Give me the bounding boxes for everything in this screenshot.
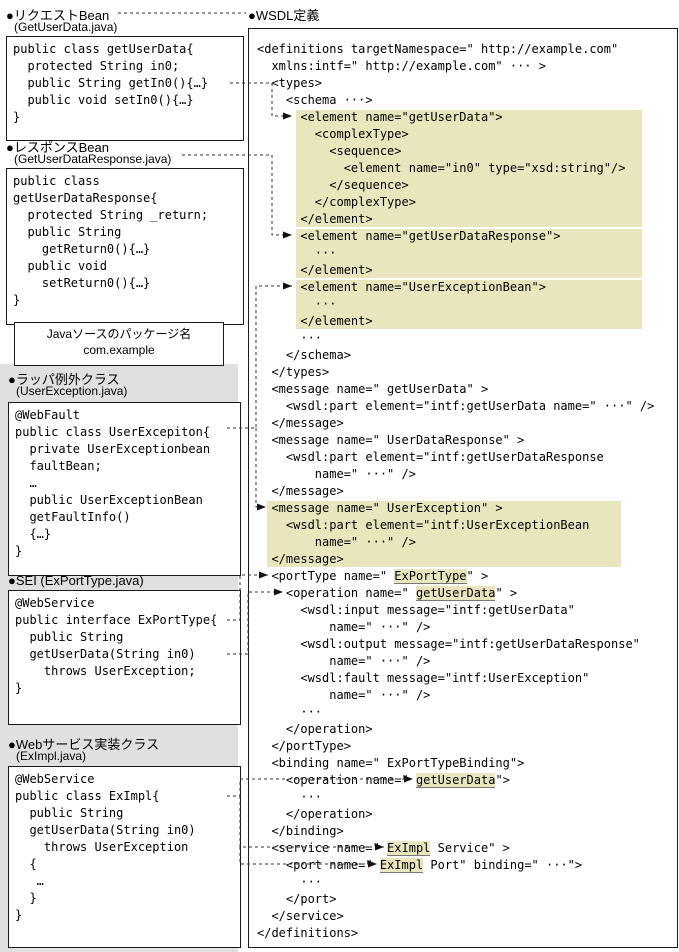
sei-heading: ●SEI (ExPortType.java) xyxy=(8,573,144,588)
wsdl-line: </element> xyxy=(257,263,373,277)
wsdl-definition-box: <definitions targetNamespace=" http://ex… xyxy=(248,28,678,948)
wsdl-line: <wsdl:part element="intf:getUserDataResp… xyxy=(257,450,604,464)
wsdl-heading: ●WSDL定義 xyxy=(248,8,320,23)
wsdl-line: <port name=" ExImpl Port" binding=" ···"… xyxy=(257,858,583,873)
wrapper-exception-heading: ●ラッパ例外クラス xyxy=(8,372,120,387)
wsdl-line: <wsdl:output message="intf:getUserDataRe… xyxy=(257,637,640,651)
wsdl-line: <sequence> xyxy=(257,144,402,158)
package-box-label: Javaソースのパッケージ名 xyxy=(46,327,192,341)
response-bean-filename: (GetUserDataResponse.java) xyxy=(14,152,172,166)
wsdl-line: <wsdl:part element="intf:getUserData nam… xyxy=(257,399,655,413)
wsdl-line: </operation> xyxy=(257,722,373,736)
wsdl-line: <element name="getUserDataResponse"> xyxy=(257,229,561,243)
wsdl-line: <types> xyxy=(257,76,323,90)
wsdl-line: <element name="in0" type="xsd:string"/> xyxy=(257,161,626,175)
wsdl-line: ··· xyxy=(257,790,323,804)
wsdl-line: </definitions> xyxy=(257,926,359,940)
wsdl-line: <complexType> xyxy=(257,127,409,141)
wsdl-line: name=" ···" /> xyxy=(257,688,431,702)
wsdl-highlight: getUserData xyxy=(415,586,496,601)
wsdl-line: <definitions targetNamespace=" http://ex… xyxy=(257,42,619,56)
wsdl-line: ··· xyxy=(257,297,337,311)
wsdl-highlight-block xyxy=(296,280,642,329)
wsdl-line: </portType> xyxy=(257,739,351,753)
response-bean-code: public class getUserDataResponse{ protec… xyxy=(6,168,244,325)
wsdl-code: <definitions targetNamespace=" http://ex… xyxy=(249,29,677,947)
wsdl-line: name=" ···" /> xyxy=(257,654,431,668)
wsdl-line: <element name="UserExceptionBean"> xyxy=(257,280,546,294)
impl-class-filename: (ExImpl.java) xyxy=(16,749,87,763)
wsdl-highlight: getUserData xyxy=(415,773,496,788)
wsdl-highlight: ExPortType xyxy=(394,569,467,584)
wsdl-line: <wsdl:input message="intf:getUserData" xyxy=(257,603,575,617)
wsdl-line: <schema ···> xyxy=(257,93,373,107)
wsdl-line: <service name=" ExImpl Service" > xyxy=(257,841,510,856)
wsdl-line: </service> xyxy=(257,909,344,923)
wsdl-line: ··· xyxy=(257,705,323,719)
wsdl-line: ··· xyxy=(257,875,323,889)
wsdl-line: name=" ···" /> xyxy=(257,620,431,634)
wsdl-line: <message name=" UserDataResponse" > xyxy=(257,433,525,447)
wsdl-highlight-block xyxy=(296,229,642,278)
wsdl-line: <message name=" UserException" > xyxy=(257,501,503,515)
wsdl-line: name=" ···" /> xyxy=(257,535,416,549)
package-name: com.example xyxy=(83,343,155,357)
wsdl-highlight: ExImpl xyxy=(387,841,431,856)
wsdl-line: <wsdl:fault message="intf:UserException" xyxy=(257,671,590,685)
wsdl-line: <binding name=" ExPortTypeBinding"> xyxy=(257,756,525,770)
wsdl-line: </port> xyxy=(257,892,337,906)
request-bean-filename: (GetUserData.java) xyxy=(14,20,118,34)
request-bean-code: public class getUserData{ protected Stri… xyxy=(6,36,244,141)
request-bean-heading: ●リクエストBean xyxy=(6,8,110,23)
response-bean-heading: ●レスポンスBean xyxy=(6,140,109,155)
wrapper-exception-code: @WebFault public class UserExcepiton{ pr… xyxy=(8,402,241,576)
wsdl-line: </message> xyxy=(257,552,344,566)
wsdl-highlight-block xyxy=(296,110,642,227)
wsdl-line: <operation name=" getUserData" > xyxy=(257,586,518,601)
wsdl-line: <message name=" getUserData" > xyxy=(257,382,489,396)
wsdl-line: ··· xyxy=(257,331,323,345)
wsdl-line: <wsdl:part element="intf:UserExceptionBe… xyxy=(257,518,590,532)
impl-class-heading: ●Webサービス実装クラス xyxy=(8,737,160,752)
wsdl-line: </binding> xyxy=(257,824,344,838)
wsdl-highlight-block xyxy=(267,501,621,567)
wsdl-line: </types> xyxy=(257,365,330,379)
wsdl-line: name=" ···" /> xyxy=(257,467,416,481)
wsdl-highlight: ExImpl xyxy=(379,858,424,873)
package-name-box: Javaソースのパッケージ名 com.example xyxy=(14,322,224,366)
impl-class-code: @WebService public class ExImpl{ public … xyxy=(8,766,241,948)
wsdl-line: </element> xyxy=(257,212,373,226)
wsdl-line: <element name="getUserData"> xyxy=(257,110,503,124)
sei-code: @WebService public interface ExPortType{… xyxy=(8,590,241,725)
wrapper-exception-filename: (UserException.java) xyxy=(16,384,128,398)
wsdl-line: ··· xyxy=(257,246,337,260)
wsdl-line: </element> xyxy=(257,314,373,328)
wsdl-line: </operation> xyxy=(257,807,373,821)
wsdl-line: </message> xyxy=(257,484,344,498)
wsdl-line: xmlns:intf=" http://example.com" ··· > xyxy=(257,59,546,73)
wsdl-line: <operation name=" getUserData"> xyxy=(257,773,510,788)
wsdl-line: </schema> xyxy=(257,348,351,362)
wsdl-line: </sequence> xyxy=(257,178,409,192)
wsdl-line: </complexType> xyxy=(257,195,416,209)
wsdl-line: </message> xyxy=(257,416,344,430)
wsdl-line: <portType name=" ExPortType" > xyxy=(257,569,489,584)
